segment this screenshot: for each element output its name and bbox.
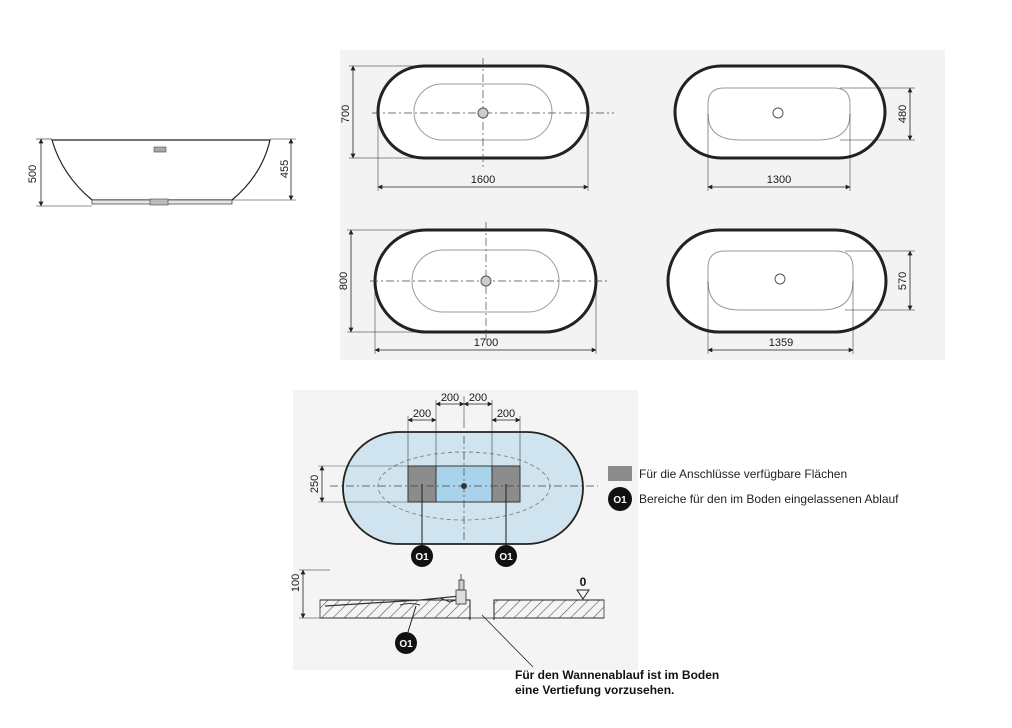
dim-center-left: 200 (441, 392, 459, 404)
tub-plan-1359: 570 1359 (666, 228, 915, 354)
floor-level-label: 0 (580, 575, 587, 589)
note-line-2: eine Vertiefung vorzusehen. (515, 683, 675, 697)
drain-marker-left: O1 (411, 545, 433, 567)
svg-text:O1: O1 (613, 495, 627, 506)
drain-marker-right: O1 (495, 545, 517, 567)
side-height-inner-label: 455 (279, 160, 291, 178)
tub4-depth-label: 570 (897, 272, 909, 290)
dim-center-right: 200 (469, 392, 487, 404)
tub2-depth-label: 480 (897, 105, 909, 123)
tub2-width-label: 1300 (767, 174, 791, 186)
dim-right-outer: 200 (497, 408, 515, 420)
installation-panel: 200 200 200 200 250 O1 O1 (290, 390, 638, 670)
note-line-1: Für den Wannenablauf ist im Boden (515, 668, 720, 682)
installation-top-view: 200 200 200 200 250 O1 O1 (309, 392, 598, 567)
svg-text:O1: O1 (499, 552, 513, 563)
tub1-depth-label: 700 (340, 105, 352, 123)
tub1-width-label: 1600 (471, 174, 495, 186)
installation-section-view: 100 0 O1 (290, 569, 605, 668)
drain-marker-section: O1 (395, 632, 417, 654)
legend-connections-label: Für die Anschlüsse verfügbare Flächen (639, 467, 847, 481)
tub3-width-label: 1700 (474, 337, 498, 349)
legend-drain-marker (608, 487, 632, 511)
dim-floor-depth: 100 (290, 574, 302, 592)
svg-text:O1: O1 (415, 552, 429, 563)
tub4-width-label: 1359 (769, 337, 793, 349)
legend: Für die Anschlüsse verfügbare Flächen O1… (608, 466, 899, 511)
dim-left-outer: 200 (413, 408, 431, 420)
tub-plan-1700: 800 1700 (338, 222, 610, 354)
top-views-panel: 700 1600 480 1300 (338, 50, 945, 360)
svg-text:O1: O1 (399, 639, 413, 650)
legend-drain-label: Bereiche für den im Boden eingelassenen … (639, 492, 899, 506)
side-view: 500 455 (27, 138, 296, 207)
tub3-depth-label: 800 (338, 272, 350, 290)
dim-zone-height: 250 (309, 475, 321, 493)
tub-plan-1300: 480 1300 (673, 64, 915, 191)
legend-connections-swatch (608, 466, 632, 481)
installation-note: Für den Wannenablauf ist im Boden eine V… (515, 668, 719, 698)
side-height-total-label: 500 (27, 165, 39, 183)
tub-plan-1600: 700 1600 (340, 58, 614, 191)
